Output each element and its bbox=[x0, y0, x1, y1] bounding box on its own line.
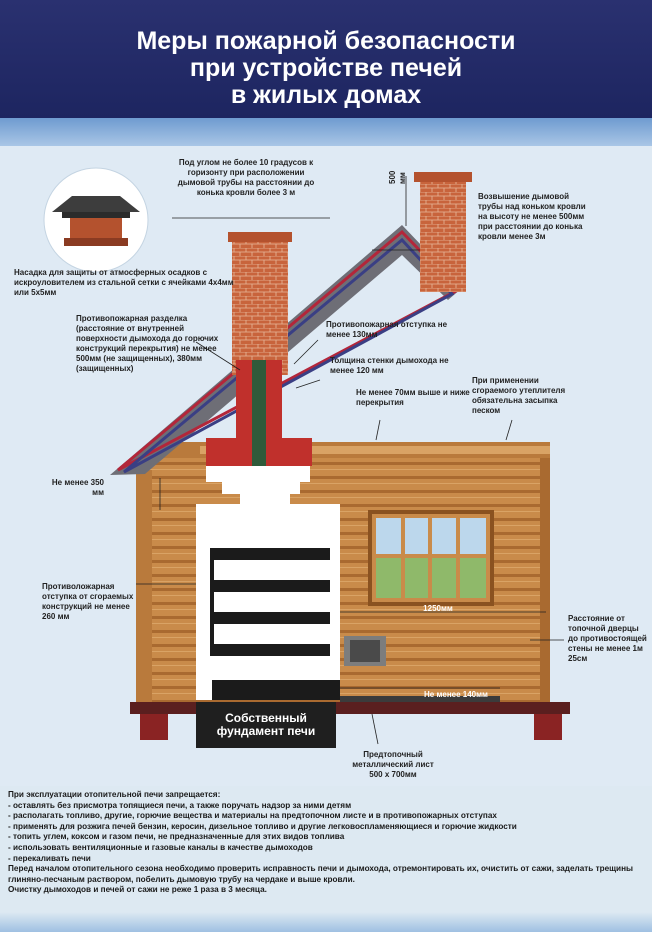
door-distance-label: Расстояние от топочной дверцы до противо… bbox=[568, 614, 647, 663]
header-gradient-band bbox=[0, 118, 652, 146]
house-foundation-right bbox=[534, 714, 562, 740]
height-500-label: 500 мм bbox=[388, 170, 407, 184]
title-line-1: Меры пожарной безопасности bbox=[136, 27, 516, 55]
chimney-right bbox=[414, 172, 472, 292]
sheet-label: Предтопочный металлический лист 500 х 70… bbox=[352, 750, 434, 779]
header-banner bbox=[0, 0, 652, 118]
chimney-left bbox=[228, 232, 292, 375]
above-70-label: Не менее 70мм выше и ниже перекрытия bbox=[356, 388, 470, 407]
notes-item: - топить углем, коксом и газом печи, не … bbox=[8, 832, 345, 842]
chimney-rise-label: Возвышение дымовой трубы над коньком кро… bbox=[478, 192, 586, 241]
notes-item: - располагать топливо, другие, горючие в… bbox=[8, 811, 497, 821]
house-stove-diagram bbox=[43, 167, 570, 748]
min-140-label: Не менее 140мм bbox=[424, 690, 488, 699]
insulation-label: При применении сгораемого утеплителя обя… bbox=[472, 376, 566, 415]
notes-item: - оставлять без присмотра топящиеся печи… bbox=[8, 800, 352, 810]
offset-260-label: Противоложарная отступка от сгораемых ко… bbox=[42, 582, 134, 621]
offset-130-label: Противопожарная отступка не менее 130мм bbox=[326, 320, 448, 339]
house-window bbox=[368, 510, 494, 606]
dimension-lines bbox=[136, 176, 564, 745]
chimney-cap-icon bbox=[43, 167, 149, 273]
house-foundation-left bbox=[140, 714, 168, 740]
cap-label: Насадка для защиты от атмосферных осадко… bbox=[14, 268, 234, 297]
notes-paragraph: Очистку дымоходов и печей от сажи не реж… bbox=[8, 885, 267, 895]
metal-sheet bbox=[340, 696, 500, 702]
foundation-label: Собственный фундамент печи bbox=[216, 711, 316, 738]
ceiling-board bbox=[200, 446, 550, 454]
chimney-separation bbox=[206, 360, 312, 520]
separation-label: Противопожарная разделка (расстояние от … bbox=[76, 314, 219, 373]
min-350-label: Не менее 350 мм bbox=[51, 478, 104, 497]
notes-paragraph: Перед началом отопительного сезона необх… bbox=[8, 864, 634, 884]
footer-band bbox=[0, 912, 652, 932]
title-line-3: в жилых домах bbox=[230, 81, 422, 109]
notes-heading: При эксплуатации отопительной печи запре… bbox=[8, 790, 221, 799]
notes-item: - применять для розжига печей бензин, ке… bbox=[8, 821, 517, 831]
stove bbox=[196, 466, 386, 700]
angle-label: Под углом не более 10 градусов к горизон… bbox=[177, 158, 315, 197]
wall-120-label: Толщина стенки дымохода не менее 120 мм bbox=[330, 356, 449, 375]
page-title: Меры пожарной безопасности при устройств… bbox=[0, 28, 652, 109]
title-line-2: при устройстве печей bbox=[189, 54, 463, 82]
notes-item: - перекаливать печи bbox=[8, 853, 91, 863]
notes-item: - использовать вентиляционные и газовые … bbox=[8, 842, 313, 852]
stove-foundation bbox=[196, 702, 336, 748]
safety-notes: При эксплуатации отопительной печи запре… bbox=[8, 790, 644, 896]
dim-1250-label: 1250мм bbox=[423, 604, 453, 613]
